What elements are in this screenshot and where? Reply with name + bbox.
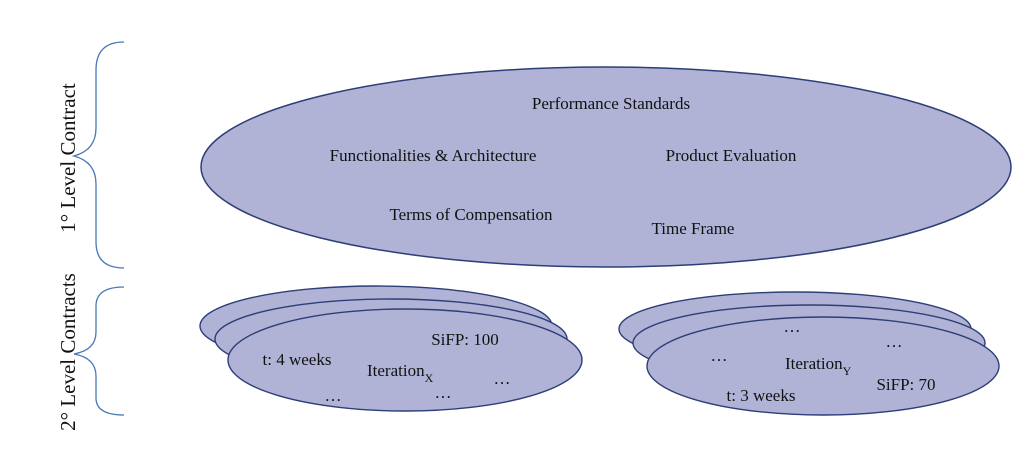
iteration-x-title: IterationX [367, 361, 434, 385]
iteration-y-ellipsis-left: … [711, 346, 728, 365]
iteration-x-ellipsis-left: … [325, 386, 342, 405]
functionalities-architecture-label: Functionalities & Architecture [330, 146, 537, 165]
terms-of-compensation-label: Terms of Compensation [389, 205, 553, 224]
iteration-x-stack: SiFP: 100 t: 4 weeks IterationX … … … [199, 285, 583, 412]
first-level-contract-ellipse [200, 66, 1012, 268]
first-level-brace [71, 41, 125, 269]
iteration-y-stack: … … … IterationY SiFP: 70 t: 3 weeks [618, 291, 1000, 416]
product-evaluation-label: Product Evaluation [666, 146, 797, 165]
iteration-x-ellipsis-right: … [494, 369, 511, 388]
iteration-y-title: IterationY [785, 354, 852, 378]
iteration-y-duration: t: 3 weeks [727, 386, 796, 405]
second-level-brace [73, 286, 125, 416]
performance-standards-label: Performance Standards [532, 94, 690, 113]
iteration-x-front-ellipse [227, 308, 583, 412]
iteration-x-ellipsis-bottom: … [435, 383, 452, 402]
iteration-x-sifp: SiFP: 100 [431, 330, 499, 349]
iteration-y-subscript: Y [843, 364, 852, 378]
iteration-y-ellipsis-top: … [784, 317, 801, 336]
iteration-y-front-ellipse [646, 316, 1000, 416]
iteration-y-sifp: SiFP: 70 [876, 375, 935, 394]
second-level-contracts-label: 2° Level Contracts [56, 273, 80, 431]
iteration-x-subscript: X [425, 371, 434, 385]
time-frame-label: Time Frame [652, 219, 735, 238]
iteration-x-duration: t: 4 weeks [263, 350, 332, 369]
iteration-y-ellipsis-right: … [886, 332, 903, 351]
first-level-contract-label: 1° Level Contract [56, 83, 80, 233]
